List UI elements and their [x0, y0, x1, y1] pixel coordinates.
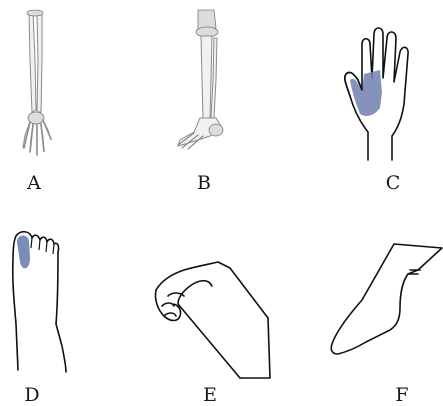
panel-e: E	[148, 200, 296, 404]
panel-c: C	[296, 0, 443, 200]
panel-f: F	[296, 200, 443, 404]
lower-leg-foot-skeleton-illustration	[148, 0, 296, 200]
panel-b: B	[148, 0, 296, 200]
arm-outline-upper	[156, 262, 268, 318]
panel-label-a: A	[19, 174, 49, 193]
arm-outline-end	[240, 318, 270, 378]
arm-outline-lower	[178, 281, 240, 378]
panel-d: D	[0, 200, 148, 404]
forearm-hand-skeleton-illustration	[0, 0, 148, 200]
foot-side-illustration	[296, 200, 443, 404]
panel-a: A	[0, 0, 148, 200]
hand-palm-illustration	[296, 0, 443, 200]
panel-label-b: B	[189, 174, 219, 193]
panel-label-f: F	[387, 386, 417, 405]
foot-top-illustration	[0, 200, 148, 404]
panel-label-c: C	[378, 174, 408, 193]
foot-side-outline	[331, 244, 442, 354]
panel-label-d: D	[17, 386, 47, 405]
flexed-wrist-illustration	[148, 200, 296, 404]
panel-label-e: E	[195, 386, 225, 405]
